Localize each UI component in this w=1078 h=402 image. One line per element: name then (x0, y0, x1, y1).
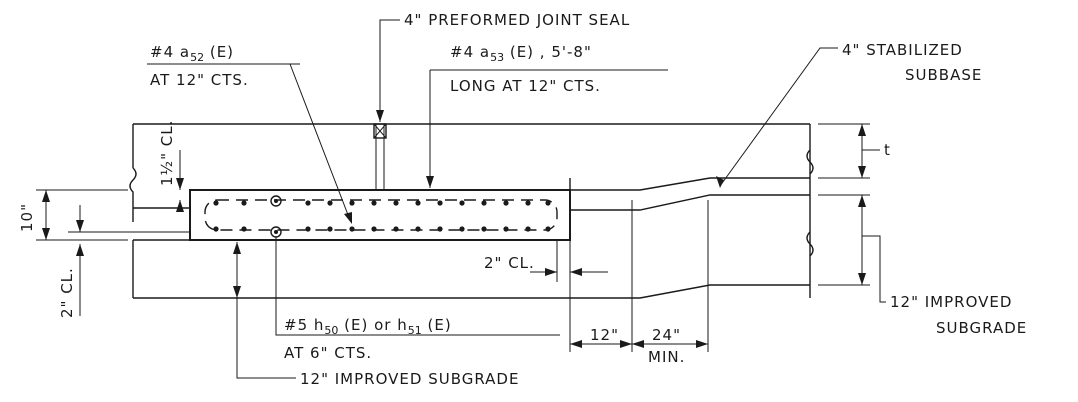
rebar-dot (371, 200, 377, 206)
pavement-bottom-right (570, 194, 810, 211)
rebar-dot (349, 200, 355, 206)
rebar-dot (393, 226, 399, 232)
rebar-dot (481, 226, 487, 232)
joint-seal-label: 4" PREFORMED JOINT SEAL (404, 11, 630, 29)
a52-spacing-label: AT 12" CTS. (150, 71, 249, 89)
improved-subgrade-right-label-2: SUBGRADE (936, 319, 1027, 337)
rebar-dot (305, 200, 311, 206)
rebar-dot (213, 200, 219, 206)
rebar-dot (415, 200, 421, 206)
subbase-top-right (570, 177, 810, 191)
rebar-dot (415, 226, 421, 232)
rebar-dot (241, 200, 247, 206)
improved-subgrade-right-label-1: 12" IMPROVED (890, 293, 1012, 311)
h-bar-top-circle (270, 195, 282, 207)
twelve-inch-label: 12" (590, 326, 619, 344)
rebar-dot (525, 200, 531, 206)
twenty-four-inch-label: 24" (652, 326, 681, 344)
rebar-dot (459, 200, 465, 206)
rebar-dot (545, 200, 551, 206)
t-label: t (884, 141, 891, 159)
h-bar-label: #5 h50 (E) or h51 (E) (284, 316, 452, 337)
left-break-symbol (129, 167, 137, 222)
a53-label: #4 a53 (E) , 5'-8" (450, 43, 592, 64)
one-half-cl-label: 1½" CL. (158, 120, 176, 186)
h-bar-leader (275, 237, 560, 336)
rebar-dot (213, 226, 219, 232)
a53-spacing-label: LONG AT 12" CTS. (450, 77, 601, 95)
subbase-label-line2: SUBBASE (905, 66, 982, 84)
rebar-dot (371, 226, 377, 232)
rebar-dot (503, 200, 509, 206)
rebar-dot (437, 226, 443, 232)
improved-subgrade-bottom-label: 12" IMPROVED SUBGRADE (300, 370, 519, 388)
rebar-dot (241, 226, 247, 232)
right-break-symbol-2 (806, 231, 814, 257)
rebar-dot (305, 226, 311, 232)
rebar-dot (437, 200, 443, 206)
subbase-label-line1: 4" STABILIZED (842, 41, 963, 59)
rebar-dot (525, 226, 531, 232)
bar-dots-group (213, 200, 551, 232)
rebar-dot (327, 200, 333, 206)
stirrup-bar-outline (204, 199, 558, 231)
two-inch-cl-right-label: 2" CL. (484, 254, 535, 272)
rebar-dot (481, 200, 487, 206)
a52-leader (289, 63, 351, 221)
rebar-dot (349, 226, 355, 232)
rebar-dot (393, 200, 399, 206)
joint-seal-box (373, 123, 387, 139)
two-inch-cl-left-label: 2" CL. (58, 267, 76, 318)
subbase-leader (719, 47, 838, 187)
rebar-dot (503, 226, 509, 232)
a52-label: #4 a52 (E) (150, 43, 234, 64)
improved-subgrade-bottom (133, 284, 810, 299)
ten-inch-label: 10" (18, 203, 36, 232)
rebar-dot (327, 226, 333, 232)
sleeper-slab (189, 189, 571, 241)
rebar-dot (545, 226, 551, 232)
subgrade-bottom-leader (236, 298, 296, 379)
rebar-dot (459, 226, 465, 232)
joint-seal-leader (379, 19, 400, 122)
right-break-symbol-1 (806, 149, 814, 175)
min-label: MIN. (648, 348, 685, 366)
h-bar-spacing-label: AT 6" CTS. (284, 344, 372, 362)
